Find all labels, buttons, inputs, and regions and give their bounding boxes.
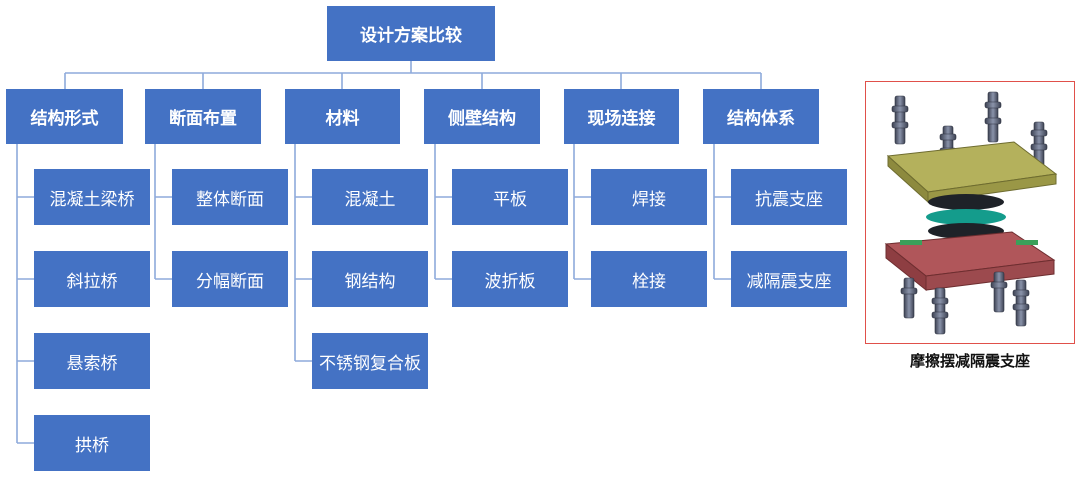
leaf-node: 混凝土梁桥 bbox=[34, 169, 150, 225]
leaf-node: 悬索桥 bbox=[34, 333, 150, 389]
leaf-node: 分幅断面 bbox=[172, 251, 288, 307]
leaf-node: 混凝土 bbox=[312, 169, 428, 225]
leaf-node: 拱桥 bbox=[34, 415, 150, 471]
leaf-node: 斜拉桥 bbox=[34, 251, 150, 307]
root-node: 设计方案比较 bbox=[327, 6, 495, 61]
leaf-node: 减隔震支座 bbox=[731, 251, 847, 307]
leaf-node: 波折板 bbox=[452, 251, 568, 307]
category-node-site-connection: 现场连接 bbox=[564, 89, 679, 144]
leaf-node: 整体断面 bbox=[172, 169, 288, 225]
category-node-material: 材料 bbox=[285, 89, 400, 144]
leaf-node: 钢结构 bbox=[312, 251, 428, 307]
leaf-node: 焊接 bbox=[591, 169, 707, 225]
leaf-node: 平板 bbox=[452, 169, 568, 225]
category-node-structural-system: 结构体系 bbox=[703, 89, 819, 144]
friction-pendulum-bearing-illustration bbox=[884, 91, 1058, 335]
illustration-caption: 摩擦摆减隔震支座 bbox=[909, 352, 1030, 370]
bearing-illustration-frame bbox=[865, 81, 1075, 344]
category-node-section-layout: 断面布置 bbox=[145, 89, 261, 144]
leaf-node: 栓接 bbox=[591, 251, 707, 307]
category-node-structure-form: 结构形式 bbox=[6, 89, 123, 144]
leaf-node: 不锈钢复合板 bbox=[312, 333, 428, 389]
leaf-node: 抗震支座 bbox=[731, 169, 847, 225]
category-node-side-wall: 侧壁结构 bbox=[424, 89, 540, 144]
